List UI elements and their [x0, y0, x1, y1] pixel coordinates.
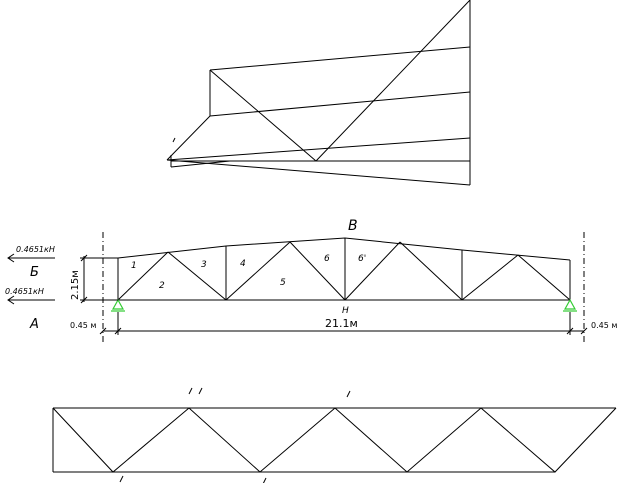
- span-label: 21.1м: [325, 317, 358, 330]
- panel-label-2: 2: [159, 281, 165, 291]
- panel-label-6: 6: [324, 254, 330, 264]
- left-overhang-label: 0.45 м: [70, 321, 96, 330]
- panel-label-1: 1: [131, 261, 137, 271]
- left-support-icon: [111, 298, 125, 312]
- force-lower-label: 0.4651кН: [5, 287, 44, 296]
- force-arrow-upper-icon: [7, 253, 55, 263]
- bottom-truss: [52, 387, 617, 483]
- truss-scheme: 2.15м 21.1м 0.45 м 0.45 м 0.4651кН 0.465…: [5, 218, 617, 345]
- top-chord: [117, 237, 571, 261]
- force-diagram: [166, 0, 471, 186]
- node-label-b: Б: [30, 265, 39, 280]
- right-support-icon: [563, 298, 577, 312]
- panel-label-5: 5: [280, 278, 286, 288]
- node-label-n: Н: [342, 306, 349, 316]
- force-arrow-lower-icon: [7, 295, 55, 305]
- height-label: 2.15м: [70, 270, 81, 300]
- force-upper-label: 0.4651кН: [16, 245, 55, 254]
- panel-label-3: 3: [201, 260, 207, 270]
- panel-label-6p: 6': [358, 254, 366, 264]
- panel-label-4: 4: [240, 259, 246, 269]
- node-label-v: В: [348, 218, 358, 234]
- node-label-a: А: [29, 317, 39, 332]
- right-overhang-label: 0.45 м: [591, 321, 617, 330]
